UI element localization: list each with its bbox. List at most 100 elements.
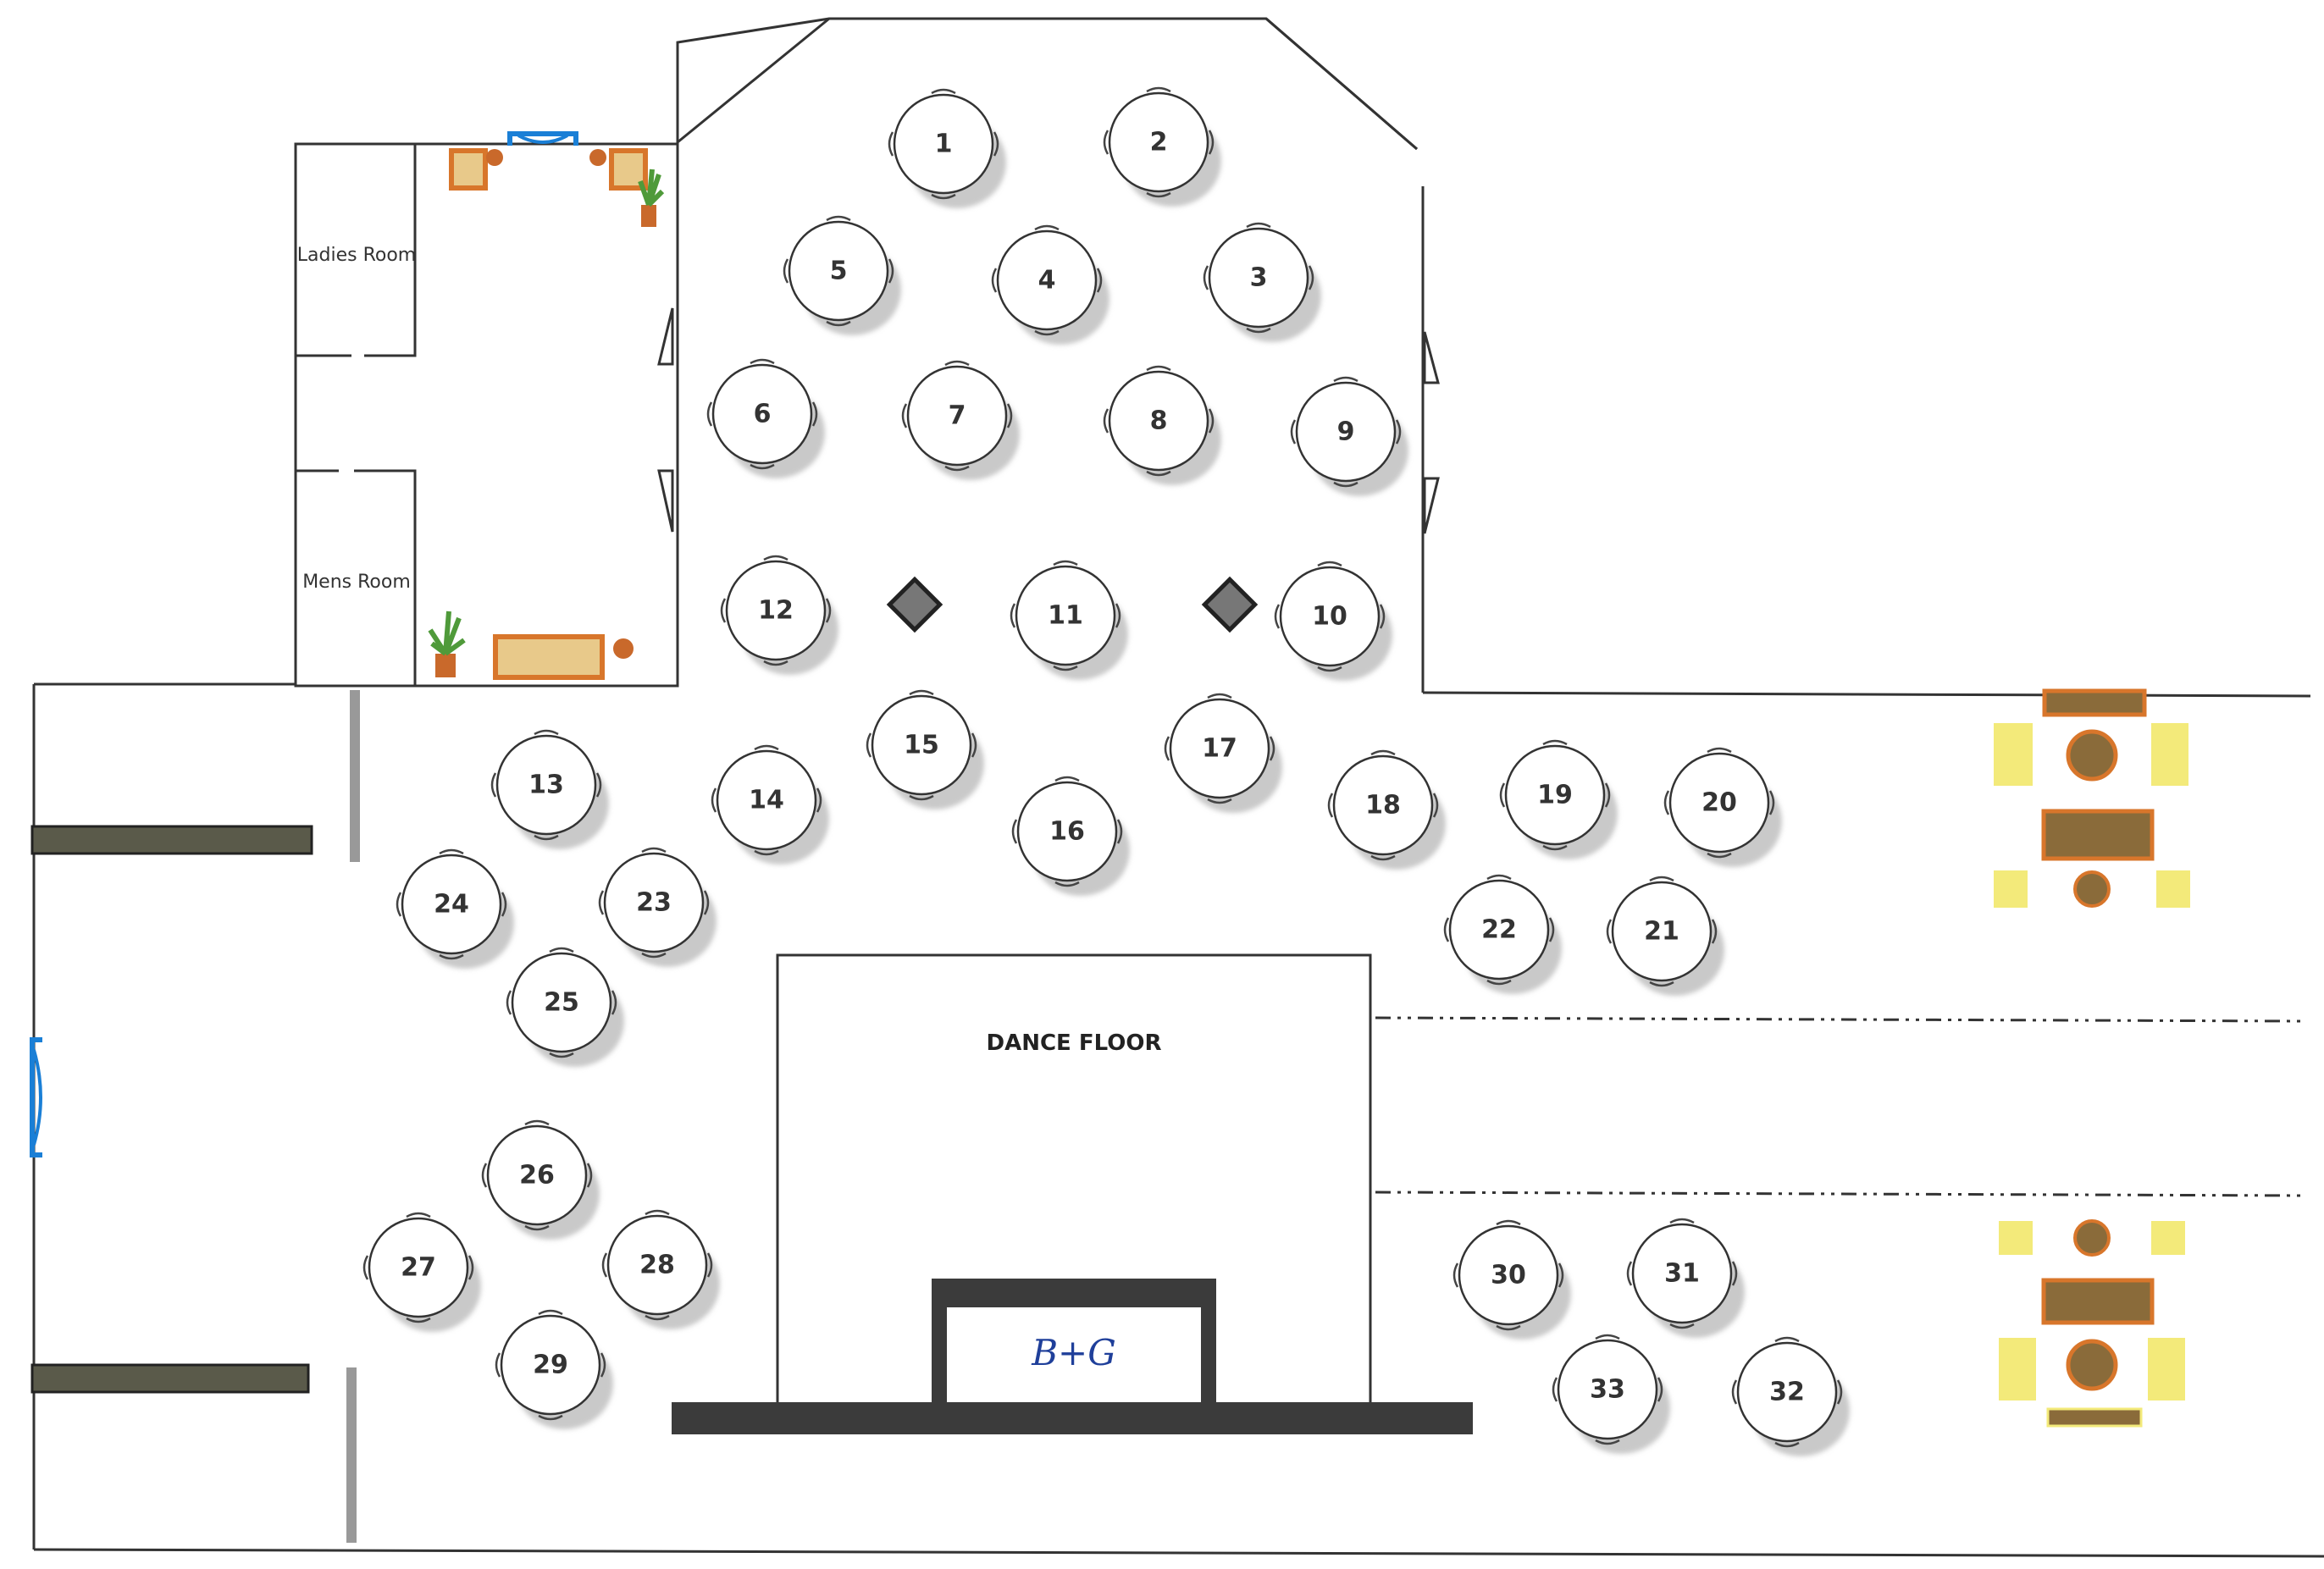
table-top <box>725 560 827 661</box>
table-28[interactable]: 28 <box>601 1209 720 1329</box>
table-22[interactable]: 22 <box>1443 874 1562 994</box>
chair-icon <box>1006 403 1013 428</box>
table-top <box>500 1314 601 1416</box>
chair-icon <box>754 849 779 856</box>
table-13[interactable]: 13 <box>490 729 609 849</box>
chair-icon <box>711 787 717 813</box>
chair-icon <box>1432 793 1439 818</box>
chair-icon <box>720 598 727 623</box>
door-wedge-icon <box>1423 477 1440 534</box>
table-16[interactable]: 16 <box>1011 776 1130 896</box>
table-20[interactable]: 20 <box>1663 747 1782 867</box>
table-number: 1 <box>935 130 953 159</box>
door-icon[interactable] <box>507 131 578 146</box>
table-number: 31 <box>1664 1259 1700 1289</box>
chair-icon <box>816 787 822 813</box>
table-top <box>1504 744 1606 846</box>
table-14[interactable]: 14 <box>711 744 829 865</box>
chair-icon <box>1486 874 1512 881</box>
chair-icon <box>826 215 851 222</box>
table-top <box>1279 566 1381 667</box>
table-1[interactable]: 1 <box>888 88 1006 208</box>
table-number: 23 <box>636 888 672 918</box>
table-32[interactable]: 32 <box>1731 1336 1850 1456</box>
table-33[interactable]: 33 <box>1552 1334 1670 1454</box>
table-24[interactable]: 24 <box>396 848 514 969</box>
chair-icon <box>1333 481 1358 488</box>
chair-icon <box>481 1163 488 1188</box>
table-4[interactable]: 4 <box>991 224 1109 345</box>
table-18[interactable]: 18 <box>1327 749 1446 870</box>
chair-icon <box>1054 881 1080 887</box>
table-number: 2 <box>1150 128 1168 157</box>
chair-icon <box>944 360 970 367</box>
table-29[interactable]: 29 <box>495 1309 613 1429</box>
table-top <box>1295 381 1397 483</box>
table-3[interactable]: 3 <box>1203 222 1321 342</box>
table-number: 14 <box>749 786 784 815</box>
door-wedge-icon <box>1423 331 1440 384</box>
chair-icon <box>1395 419 1402 445</box>
table-9[interactable]: 9 <box>1290 376 1408 496</box>
chair-icon <box>1115 603 1121 628</box>
chair-icon <box>1053 560 1078 566</box>
table-2[interactable]: 2 <box>1103 86 1221 207</box>
table-31[interactable]: 31 <box>1626 1218 1745 1338</box>
chair-icon <box>1496 1219 1521 1226</box>
table-top <box>1458 1224 1559 1326</box>
head-table-label: B+G <box>1031 1332 1116 1373</box>
chair-icon <box>1836 1379 1843 1405</box>
table-11[interactable]: 11 <box>1010 560 1128 680</box>
lounge-table-icon <box>2073 870 2111 908</box>
chair-icon <box>1657 1377 1663 1402</box>
chair-icon <box>1707 747 1732 754</box>
chair-icon <box>1011 819 1018 844</box>
chair-icon <box>406 1317 431 1323</box>
chair-icon <box>601 1252 608 1278</box>
chair-icon <box>1010 603 1016 628</box>
table-8[interactable]: 8 <box>1103 365 1221 485</box>
table-7[interactable]: 7 <box>901 360 1020 480</box>
table-number: 30 <box>1491 1261 1526 1290</box>
chair-icon <box>598 890 605 915</box>
chair-icon <box>1774 1441 1800 1448</box>
table-number: 28 <box>639 1251 675 1280</box>
table-number: 25 <box>544 988 579 1018</box>
chair-icon <box>1317 561 1342 567</box>
table-21[interactable]: 21 <box>1606 876 1724 996</box>
table-23[interactable]: 23 <box>598 847 717 967</box>
table-10[interactable]: 10 <box>1274 561 1392 681</box>
table-6[interactable]: 6 <box>706 358 825 478</box>
table-top <box>711 363 813 465</box>
chair-icon <box>1317 666 1342 672</box>
table-12[interactable]: 12 <box>720 555 838 675</box>
chair-icon <box>1146 86 1171 93</box>
table-17[interactable]: 17 <box>1164 693 1282 813</box>
door-icon[interactable] <box>30 1037 42 1157</box>
walkway-line <box>1375 1016 2305 1023</box>
chair-icon <box>706 1252 713 1278</box>
chair-icon <box>439 953 464 960</box>
chair-icon <box>1096 268 1103 293</box>
chair-icon <box>362 1255 369 1280</box>
chair-icon <box>901 403 908 428</box>
table-19[interactable]: 19 <box>1499 739 1618 859</box>
table-25[interactable]: 25 <box>506 947 624 1067</box>
chair-icon <box>750 358 775 365</box>
table-15[interactable]: 15 <box>866 689 984 809</box>
bench-icon <box>30 1363 310 1394</box>
ladies-room-label: Ladies Room <box>297 245 416 266</box>
chair-icon <box>909 689 934 696</box>
chair-icon <box>586 1163 593 1188</box>
table-27[interactable]: 27 <box>362 1212 481 1332</box>
table-number: 3 <box>1250 263 1268 293</box>
table-26[interactable]: 26 <box>481 1119 600 1240</box>
lounge-chair-icon <box>1994 870 2028 908</box>
chair-icon <box>1711 919 1718 944</box>
table-5[interactable]: 5 <box>783 215 901 335</box>
table-30[interactable]: 30 <box>1452 1219 1571 1340</box>
chair-icon <box>1542 739 1568 746</box>
chair-icon <box>1146 191 1171 198</box>
